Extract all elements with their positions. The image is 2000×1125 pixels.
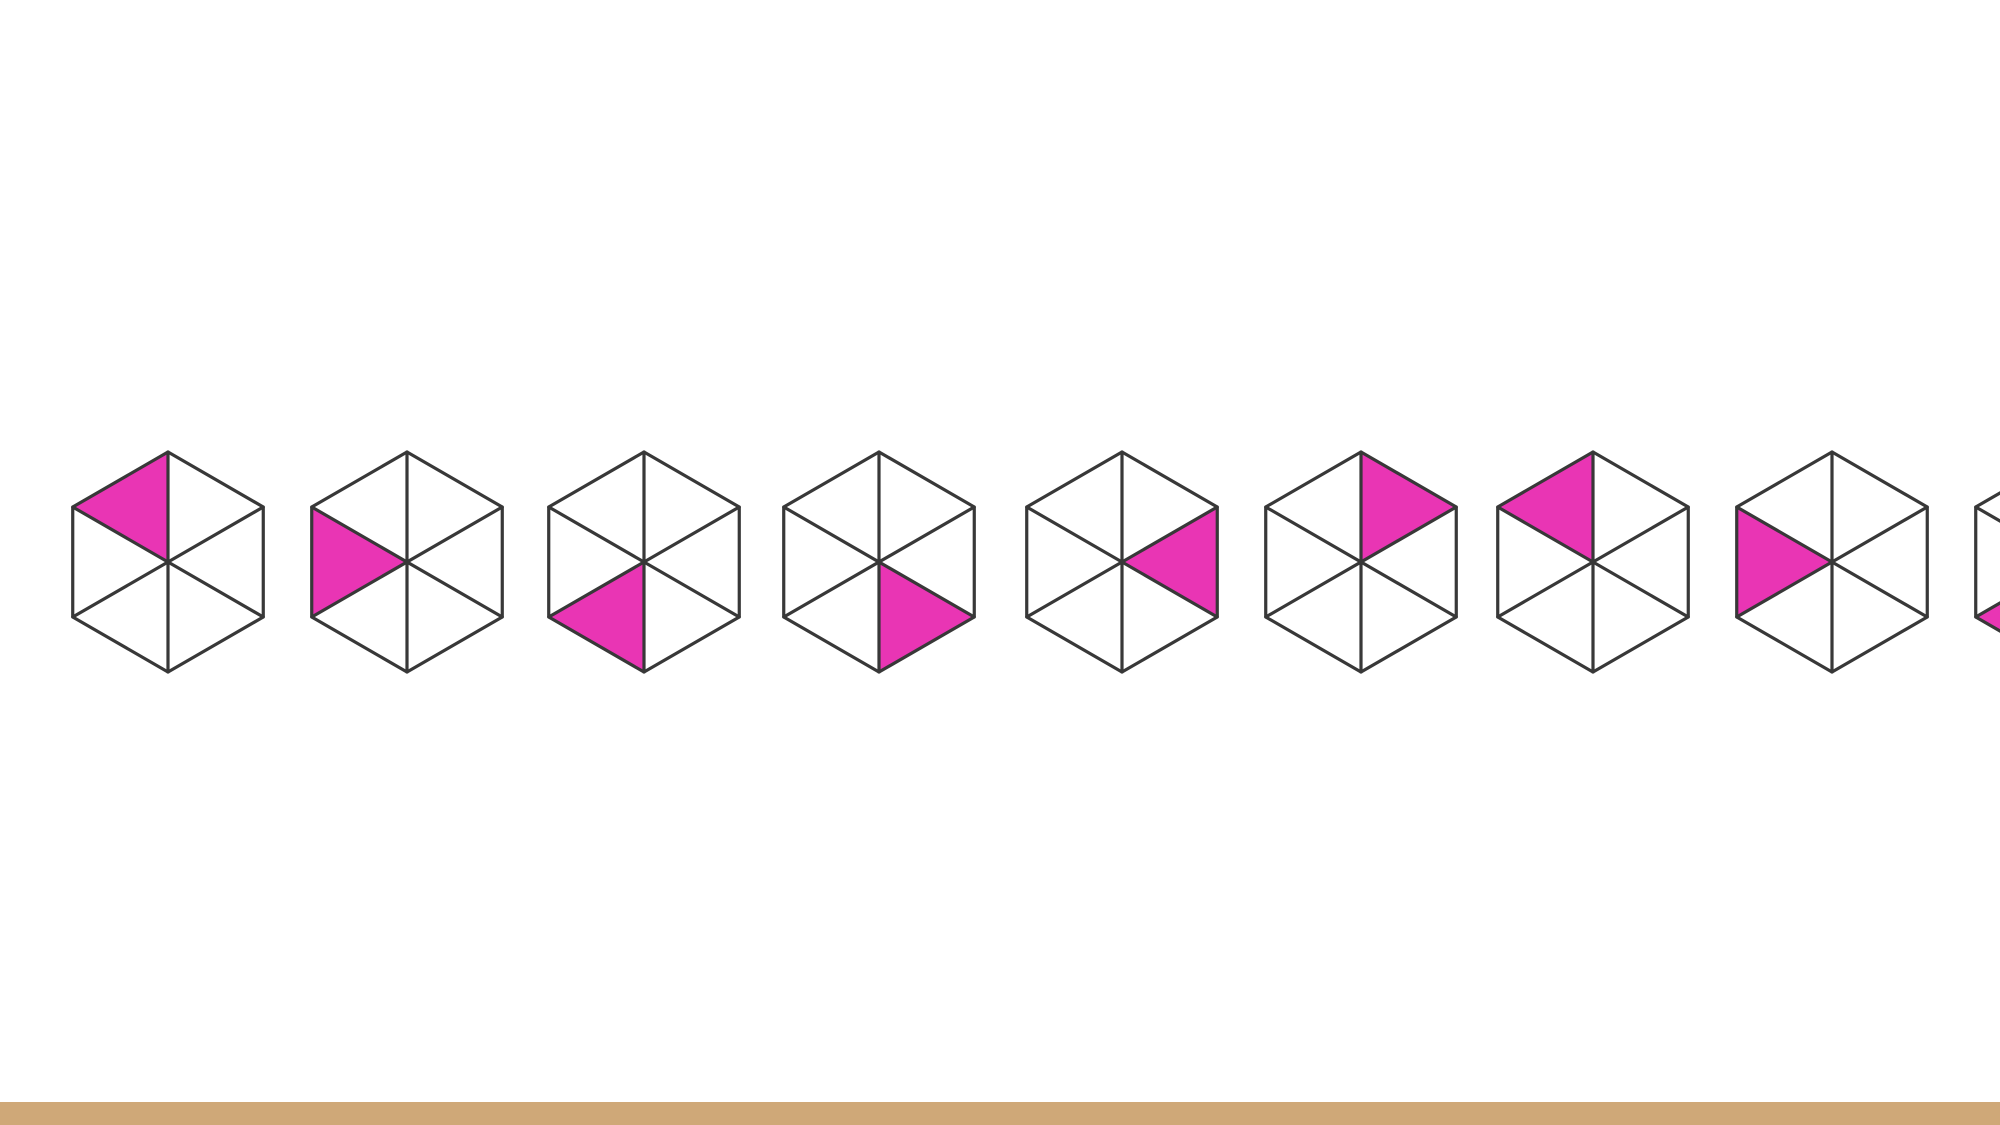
hexagon-diagonal [1025, 505, 1219, 619]
hexagon-diagonal [1264, 505, 1458, 619]
shaded-sector [311, 507, 407, 617]
hexagon-8 [1735, 450, 1929, 674]
hexagon-diagonal [1974, 601, 2000, 619]
hexagon-diagonal [782, 505, 976, 619]
hexagon-diagonal [547, 505, 741, 619]
hexagon-2 [310, 450, 504, 674]
shaded-sector [1736, 507, 1832, 617]
hexagon-3 [547, 450, 741, 674]
shaded-sector [72, 452, 168, 562]
shaded-sector [1497, 452, 1593, 562]
bottom-bar [0, 1102, 2000, 1125]
hexagon-diagonal [1735, 505, 1929, 619]
hexagon-1 [71, 450, 265, 674]
hexagon-diagonal [310, 505, 504, 619]
shaded-sector [879, 562, 975, 672]
hexagon-5 [1025, 450, 1219, 674]
hexagon-diagonal [71, 505, 265, 619]
hexagon-9 [1974, 491, 2000, 633]
shaded-sector [548, 562, 644, 672]
hexagon-7 [1496, 450, 1690, 674]
shaded-sector [1122, 507, 1218, 617]
shaded-sector [1975, 602, 2000, 632]
hexagon-diagonal [1496, 505, 1690, 619]
hexagon-4 [782, 450, 976, 674]
shaded-sector [1361, 452, 1457, 562]
hexagon-6 [1264, 450, 1458, 674]
hexagon-outline [1974, 491, 2000, 633]
hexagon-diagonal [1974, 505, 2000, 523]
